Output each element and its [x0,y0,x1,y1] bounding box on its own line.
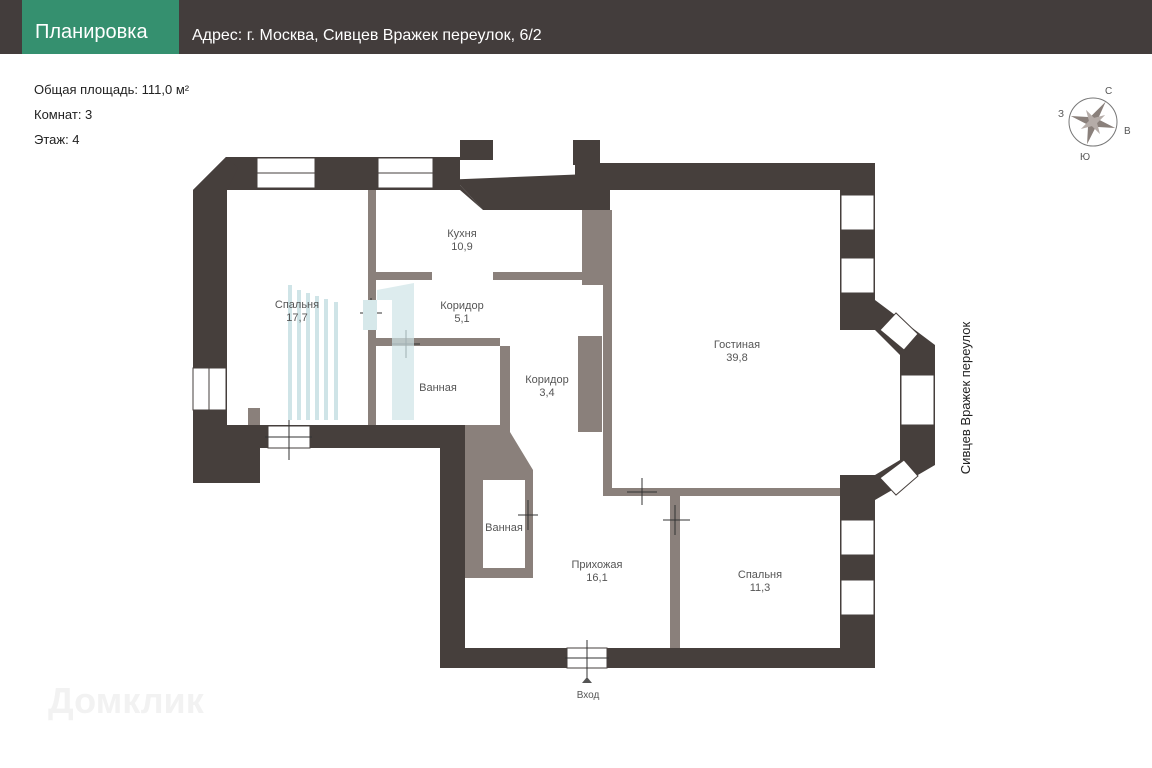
page-title: Планировка [22,0,179,54]
compass-west: З [1058,109,1064,120]
room-area: 16,1 [586,572,607,584]
compass-south: Ю [1080,152,1090,163]
entrance-arrow-icon [582,677,592,683]
header: Планировка Адрес: г. Москва, Сивцев Враж… [0,0,1152,54]
room-area: 5,1 [454,313,469,325]
room-area: 39,8 [726,352,747,364]
floor-number: Этаж: 4 [34,132,80,147]
entrance-label: Вход [577,690,600,701]
total-area: Общая площадь: 111,0 м² [34,82,190,97]
watermark-lines [288,285,338,420]
address: Адрес: г. Москва, Сивцев Вражек переулок… [192,27,542,44]
domclick-watermark: Домклик [48,680,204,721]
room-label: Прихожая [572,559,623,571]
room-label: Ванная [485,522,523,534]
compass-east: В [1124,126,1131,137]
street-label: Сивцев Вражек переулок [958,321,973,474]
windows [192,157,935,669]
room-area: 11,3 [750,582,771,594]
room-area: 17,7 [286,312,307,324]
room-label: Спальня [738,569,782,581]
compass-north: С [1105,86,1112,97]
outer-walls [193,140,935,668]
bathroom-2-interior [483,480,525,568]
room-label: Кухня [447,228,476,240]
compass-icon: С В Ю З [1058,86,1131,163]
room-label: Спальня [275,299,319,311]
room-label: Коридор [440,300,483,312]
room-label: Коридор [525,374,568,386]
room-count: Комнат: 3 [34,107,93,122]
room-label: Гостиная [714,339,760,351]
room-area: 10,9 [451,241,472,253]
room-label: Ванная [419,382,457,394]
watermark-shape [377,283,414,420]
door-leaf [363,300,377,330]
room-area: 3,4 [539,387,554,399]
